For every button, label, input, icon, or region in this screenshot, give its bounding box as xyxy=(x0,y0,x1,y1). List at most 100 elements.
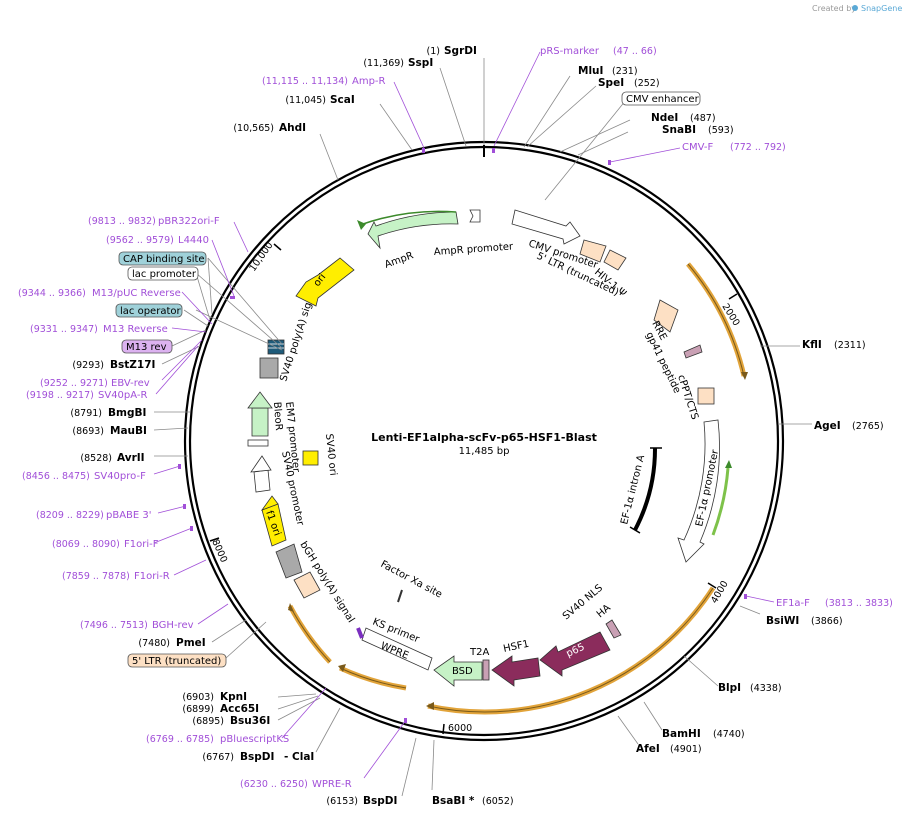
svg-text:(7859 .. 7878): (7859 .. 7878) xyxy=(62,571,130,582)
site-pmei[interactable]: PmeI xyxy=(176,637,206,649)
sv40-polya-box[interactable] xyxy=(259,357,279,379)
svg-text:(8069 .. 8090): (8069 .. 8090) xyxy=(52,539,120,550)
ampr-promoter-arrow[interactable] xyxy=(469,209,481,223)
svg-text:(10,565): (10,565) xyxy=(233,123,274,134)
cap-binding-box[interactable] xyxy=(118,251,207,266)
primer-m13-puc-reverse[interactable]: M13/pUC Reverse xyxy=(92,288,181,299)
bsd-label: BSD xyxy=(452,666,473,677)
site-acc65i[interactable]: Acc65I xyxy=(220,703,259,715)
svg-text:(6769 .. 6785): (6769 .. 6785) xyxy=(146,734,214,745)
sv40-ori-label: SV40 ori xyxy=(323,433,338,476)
site-bsu36i[interactable]: Bsu36I xyxy=(230,715,270,727)
svg-text:(1): (1) xyxy=(427,46,440,57)
svg-text:(231): (231) xyxy=(612,66,638,77)
credit-brand[interactable]: SnapGene xyxy=(861,4,902,13)
site-ecori[interactable]: BspDI xyxy=(363,795,397,807)
site-bmgbi[interactable]: BmgBI xyxy=(108,407,146,419)
site-bamhi[interactable]: BamHI xyxy=(662,728,701,740)
site-bstz17i[interactable]: BstZ17I xyxy=(110,359,155,371)
site-scai[interactable]: ScaI xyxy=(330,94,355,106)
lac-operator-box[interactable] xyxy=(115,303,183,318)
ha-label: HA xyxy=(595,603,613,621)
site-maubi[interactable]: MauBI xyxy=(110,425,147,437)
primer-sv40pro-f[interactable]: SV40pro-F xyxy=(94,471,146,482)
site-kpni[interactable]: KpnI xyxy=(220,691,247,703)
t2a-box[interactable] xyxy=(482,659,490,681)
wpre-arrow[interactable] xyxy=(361,627,433,671)
svg-text:(9198 .. 9217): (9198 .. 9217) xyxy=(26,390,94,401)
site-ndei[interactable]: NdeI xyxy=(651,112,678,124)
primer-wpre-r[interactable]: WPRE-R xyxy=(312,779,352,790)
primer-f1ori-f[interactable]: F1ori-F xyxy=(124,539,159,550)
ha-box[interactable] xyxy=(605,619,622,639)
bsd-arrow[interactable] xyxy=(433,655,483,687)
em7-promoter-box[interactable] xyxy=(247,439,269,447)
ef1a-promoter-arrow[interactable] xyxy=(677,419,720,563)
site-afei[interactable]: AfeI xyxy=(636,743,660,755)
sv40-ori-box[interactable] xyxy=(302,450,319,466)
primer-pbabe3[interactable]: pBABE 3' xyxy=(106,510,152,521)
primer-cmv-f[interactable]: CMV-F xyxy=(682,142,713,153)
site-blpi[interactable]: BlpI xyxy=(718,682,741,694)
bgh-polya-box[interactable] xyxy=(293,571,321,599)
svg-text:(9344 .. 9366): (9344 .. 9366) xyxy=(18,288,86,299)
rre-box[interactable] xyxy=(653,299,679,333)
primer-prs-marker[interactable]: pRS-marker xyxy=(540,46,600,57)
factor-xa-label: Factor Xa site xyxy=(379,559,444,601)
site-bsiwi[interactable]: BsiWI xyxy=(766,615,799,627)
ltr-truncated-label: 5' LTR (truncated) xyxy=(132,656,221,667)
cmv-promoter-arrow[interactable] xyxy=(511,209,581,245)
primer-ebv-rev[interactable]: EBV-rev xyxy=(111,378,150,389)
primer-l4440[interactable]: L4440 xyxy=(178,235,209,246)
svg-text:(9331 .. 9347): (9331 .. 9347) xyxy=(30,324,98,335)
site-ahdi[interactable]: AhdI xyxy=(279,122,306,134)
bleor-arrow[interactable] xyxy=(251,407,269,437)
ef1a-intron-bar[interactable] xyxy=(633,447,658,531)
hsf1-arrow[interactable] xyxy=(491,655,541,687)
site-agei[interactable]: AgeI xyxy=(814,420,841,432)
site-snabi[interactable]: SnaBI xyxy=(662,124,696,136)
gp41-box[interactable] xyxy=(683,344,703,359)
ltr-truncated-box[interactable] xyxy=(127,653,227,668)
cap-binding-label: CAP binding site xyxy=(123,254,205,265)
site-bsabi[interactable]: BsaBI * xyxy=(432,795,475,807)
cmv-enhancer-label: CMV enhancer xyxy=(626,94,700,105)
primer-pbr322ori-f[interactable]: pBR322ori-F xyxy=(158,216,220,227)
site-bspdi[interactable]: BspDI xyxy=(240,751,274,763)
svg-text:(47 .. 66): (47 .. 66) xyxy=(613,46,657,57)
svg-text:(487): (487) xyxy=(690,113,716,124)
primer-amp-r[interactable]: Amp-R xyxy=(352,76,386,87)
lac-promoter-box[interactable] xyxy=(127,266,199,281)
ks-primer-marker[interactable] xyxy=(356,627,364,639)
m13-rev-box[interactable] xyxy=(121,339,173,354)
svg-text:(8209 .. 8229): (8209 .. 8229) xyxy=(36,510,104,521)
hiv1-psi-box[interactable] xyxy=(603,249,627,271)
site-avrii[interactable]: AvrII xyxy=(117,452,145,464)
cppt-box[interactable] xyxy=(697,387,715,405)
ampr-arrow[interactable] xyxy=(367,211,459,250)
primer-sv40pa-r[interactable]: SV40pA-R xyxy=(98,390,147,401)
primer-m13-reverse[interactable]: M13 Reverse xyxy=(103,324,168,335)
cmv-enhancer-box[interactable] xyxy=(621,91,701,106)
bgh-gray-box[interactable] xyxy=(275,543,303,579)
primer-pbluescriptks[interactable]: pBluescriptKS xyxy=(220,734,289,745)
svg-text:(6052): (6052) xyxy=(482,796,514,807)
p65-arrow[interactable] xyxy=(539,631,611,677)
site-mlui[interactable]: MluI xyxy=(578,65,603,77)
primer-ef1a-f[interactable]: EF1a-F xyxy=(776,598,810,609)
svg-text:(9562 .. 9579): (9562 .. 9579) xyxy=(106,235,174,246)
site-kfli[interactable]: KflI xyxy=(802,339,822,351)
site-clai[interactable]: - ClaI xyxy=(284,751,314,763)
factor-xa-marker[interactable] xyxy=(397,589,403,603)
primer-bgh-rev[interactable]: BGH-rev xyxy=(152,620,194,631)
sv40-promoter-arrow[interactable] xyxy=(253,469,271,493)
site-spei[interactable]: SpeI xyxy=(598,77,624,89)
ori-arrow[interactable] xyxy=(295,257,355,307)
svg-text:(6767): (6767) xyxy=(202,752,234,763)
primer-f1ori-r[interactable]: F1ori-R xyxy=(134,571,170,582)
ltr5-box[interactable] xyxy=(579,239,607,263)
site-sspi[interactable]: SspI xyxy=(408,57,433,69)
site-sgrdi[interactable]: SgrDI xyxy=(444,45,477,57)
plasmid-size: 11,485 bp xyxy=(459,446,510,457)
